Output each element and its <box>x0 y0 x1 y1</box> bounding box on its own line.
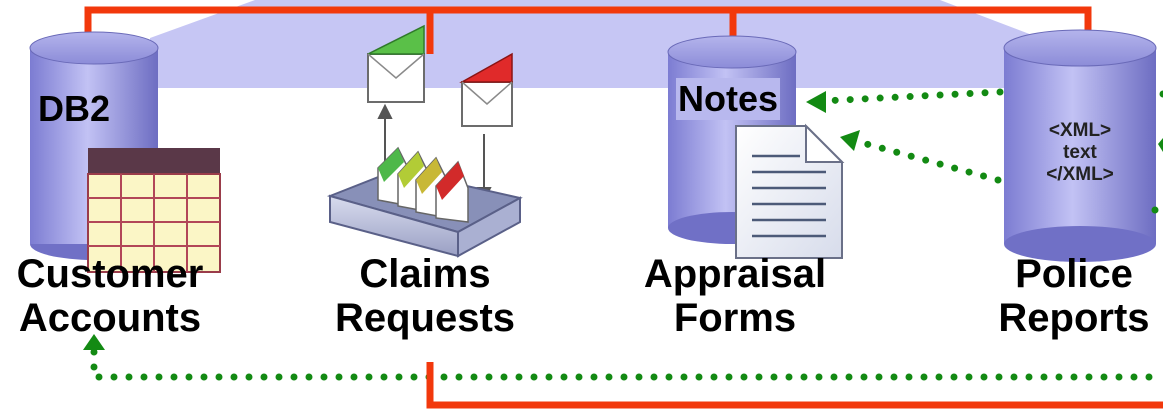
xml-text: text <box>1063 142 1097 163</box>
police-reports-database-icon <box>1003 29 1157 262</box>
customer-accounts-line2: Accounts <box>18 296 202 340</box>
document-icon <box>735 123 845 259</box>
appraisal-forms-label: Appraisal Forms <box>630 252 840 340</box>
police-reports-label: Police Reports <box>985 252 1163 340</box>
police-reports-line1: Police <box>1015 252 1133 296</box>
db2-label: DB2 <box>38 88 111 129</box>
appraisal-forms-line1: Appraisal <box>643 252 827 296</box>
claims-requests-label: Claims Requests <box>320 252 530 340</box>
xml-open-tag: <XML> <box>1048 120 1112 141</box>
dotted-flow-lines <box>90 88 1163 381</box>
notes-label: Notes <box>676 78 781 120</box>
dotted-flow-arrowheads <box>83 91 1163 350</box>
police-reports-line2: Reports <box>998 296 1150 340</box>
bottom-connector-line <box>426 362 1163 409</box>
claims-requests-line2: Requests <box>334 296 516 340</box>
table-icon <box>87 148 221 273</box>
claims-requests-line1: Claims <box>359 252 491 296</box>
incoming-envelope-icon <box>459 52 513 127</box>
outgoing-envelope-icon <box>367 24 425 103</box>
customer-accounts-line1: Customer <box>16 252 204 296</box>
customer-accounts-label: Customer Accounts <box>0 252 220 340</box>
xml-label: <XML> text </XML> <box>1036 120 1124 186</box>
appraisal-forms-line2: Forms <box>673 296 797 340</box>
inbox-tray-icon <box>326 146 523 258</box>
xml-close-tag: </XML> <box>1046 164 1114 185</box>
